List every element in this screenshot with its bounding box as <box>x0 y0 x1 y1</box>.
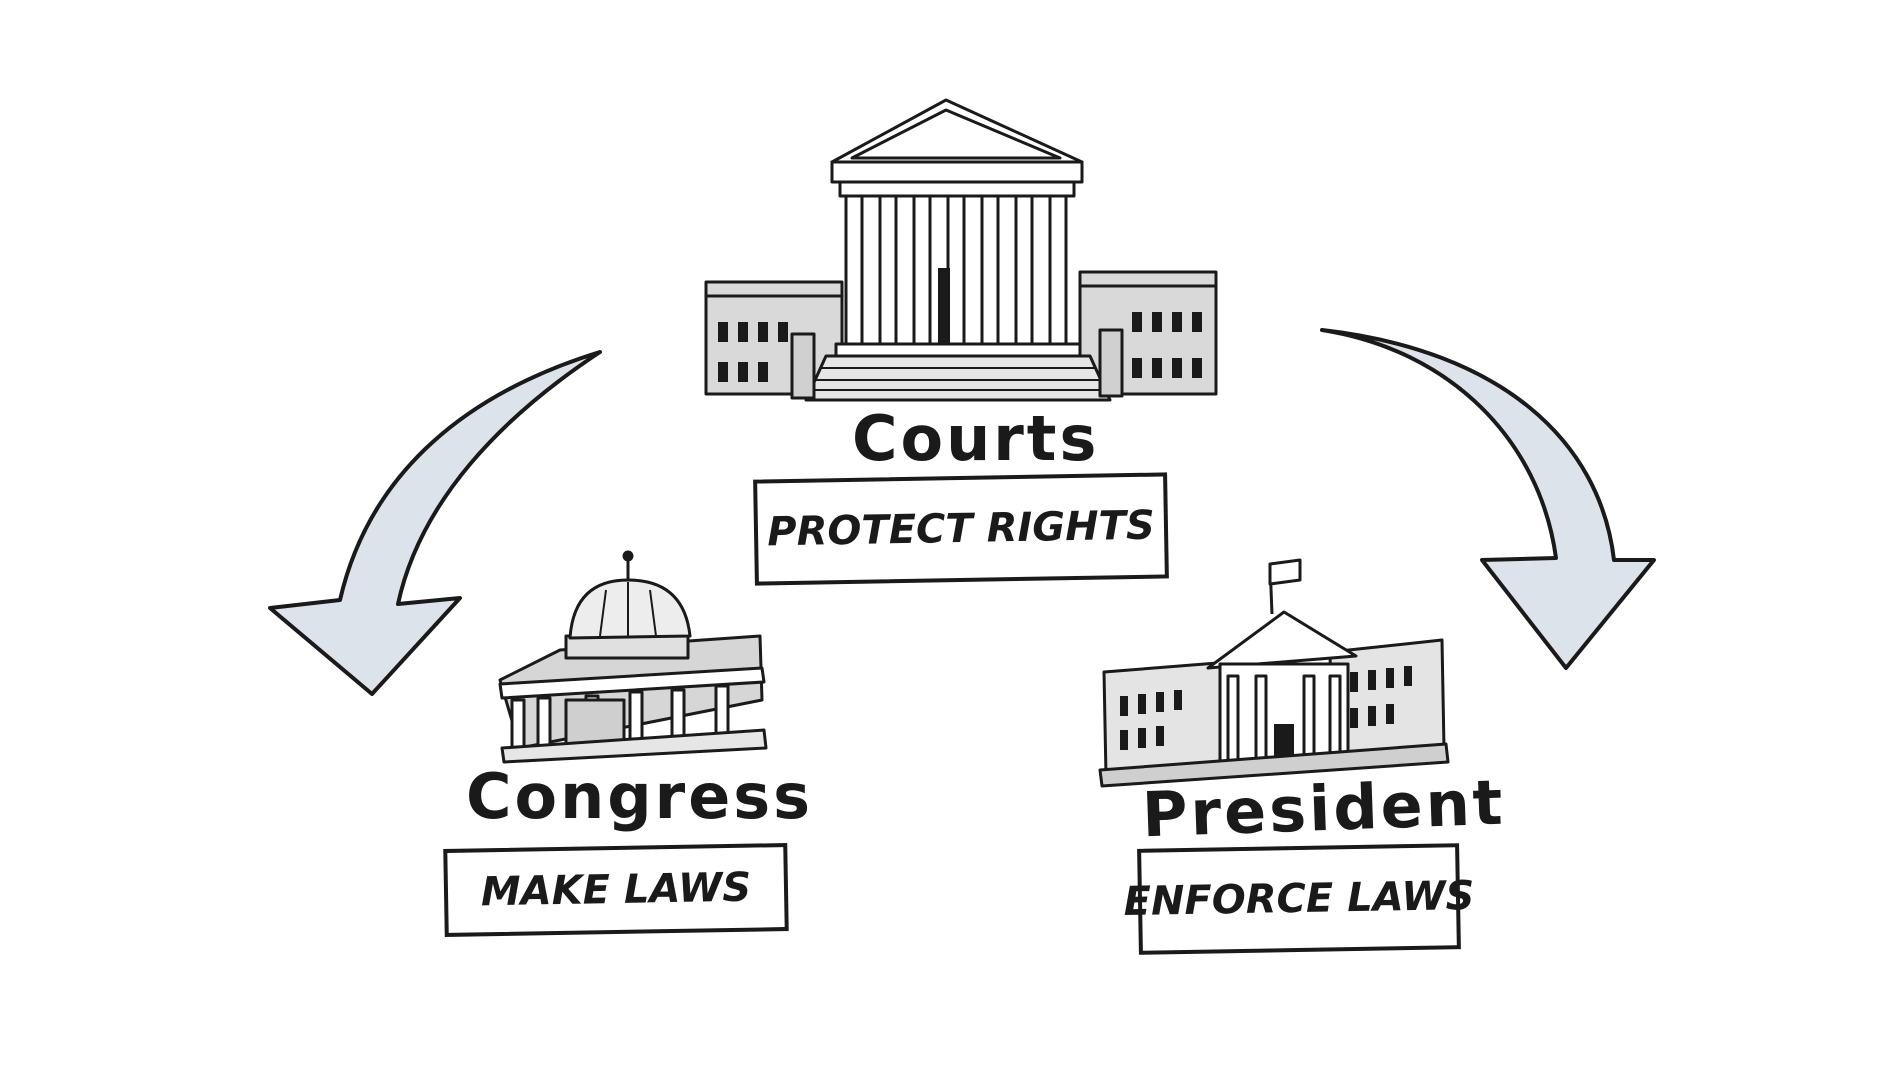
courts-duty-text: PROTECT RIGHTS <box>766 502 1156 556</box>
courts-duty-box: PROTECT RIGHTS <box>753 472 1169 586</box>
congress-title: Congress <box>466 760 814 833</box>
left-curved-arrow-icon <box>268 350 602 696</box>
right-curved-arrow-icon <box>1320 328 1656 670</box>
president-title: President <box>1140 765 1507 852</box>
capitol-building-icon <box>498 550 768 764</box>
congress-duty-box: MAKE LAWS <box>443 843 789 937</box>
president-duty-text: ENFORCE LAWS <box>1123 872 1475 926</box>
president-duty-box: ENFORCE LAWS <box>1123 843 1475 955</box>
white-house-icon <box>1098 558 1450 788</box>
supreme-court-building-icon <box>704 98 1218 402</box>
courts-title: Courts <box>852 402 1100 475</box>
congress-duty-text: MAKE LAWS <box>480 864 752 916</box>
